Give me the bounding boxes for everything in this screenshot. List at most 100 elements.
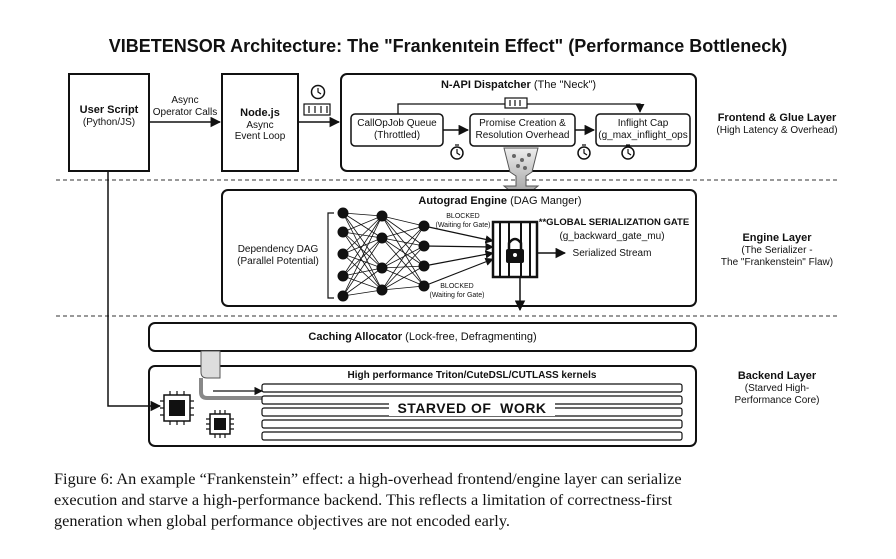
dag-label-1: Dependency DAG	[237, 244, 319, 255]
blocked-top-2: (Waiting for Gate)	[435, 222, 491, 229]
frontend-layer-title: Frontend & Glue Layer	[717, 112, 837, 124]
gate-sub: (g_backward_gate_mu)	[559, 231, 665, 242]
async-label-1: Async	[171, 95, 199, 106]
blocked-bottom-2: (Waiting for Gate)	[429, 292, 485, 299]
dag-edge	[381, 265, 425, 269]
napi-title: N-API Dispatcher (The "Neck")	[341, 79, 696, 92]
dag-node	[376, 284, 388, 296]
dag-node	[418, 220, 430, 232]
starved-label: STARVED OF WORK	[262, 400, 682, 416]
napi-title-note: (The "Neck")	[530, 79, 597, 91]
dag-edge	[342, 212, 383, 269]
dag-edge	[342, 212, 383, 217]
chip-icon	[206, 410, 234, 438]
chip-icon	[160, 391, 194, 425]
dag-edge	[381, 245, 425, 269]
queue-line2: (Throttled)	[373, 130, 421, 141]
dag-node	[337, 290, 349, 302]
dag-edge	[381, 215, 425, 287]
caching-allocator-label: Caching Allocator (Lock-free, Defragment…	[149, 331, 696, 344]
dag-edge	[381, 245, 425, 291]
arrow	[107, 171, 162, 412]
dag-edge	[381, 267, 425, 287]
dag-node	[376, 232, 388, 244]
cap-line1: Inflight Cap	[617, 118, 669, 129]
engine-layer-line2: The "Frankenstein" Flaw)	[720, 257, 834, 268]
cap-line2: (g_max_inflight_ops	[598, 130, 688, 141]
caption-line-1: Figure 6: An example “Frankenstein” effe…	[54, 469, 682, 488]
dag-edge	[381, 215, 425, 267]
stopwatch-icon	[621, 144, 635, 160]
dag-bracket	[327, 212, 334, 299]
dag-edge	[381, 237, 425, 247]
funnel-icon	[502, 147, 540, 201]
dag-edge	[381, 225, 425, 239]
dag-edge	[342, 212, 383, 291]
backend-layer-line1: (Starved High-	[744, 383, 810, 394]
dag-node	[337, 207, 349, 219]
stream-pipe	[199, 378, 262, 400]
dag-node	[376, 210, 388, 222]
dag-edge	[381, 237, 425, 287]
inflight-cap-box	[595, 113, 691, 147]
caching-note: (Lock-free, Defragmenting)	[402, 331, 537, 343]
dag-to-gate-arrow	[423, 242, 494, 252]
stopwatch-icon	[450, 144, 464, 160]
dag-edge	[342, 215, 383, 297]
dag-to-gate-arrow	[423, 225, 494, 244]
dag-edge	[342, 237, 383, 277]
dag-edge	[342, 267, 383, 277]
queue-line1: CallOpJob Queue	[357, 118, 437, 129]
promise-line2: Resolution Overhead	[475, 130, 570, 141]
caption-line-2: execution and starve a high-performance …	[54, 490, 673, 509]
dag-edge	[342, 275, 383, 291]
promise-line1: Promise Creation &	[479, 118, 566, 129]
kernel-lane	[261, 431, 683, 441]
nodejs-box	[221, 73, 299, 172]
dag-edge	[381, 225, 425, 291]
backend-layer-line2: Performance Core)	[734, 395, 820, 406]
dag-node	[376, 262, 388, 274]
nodejs-line2: Event Loop	[234, 131, 286, 142]
clock-icon	[310, 84, 326, 100]
frontend-layer-sub: (High Latency & Overhead)	[716, 125, 838, 136]
dag-edge	[381, 265, 425, 291]
gate-title: **GLOBAL SERIALIZATION GATE	[538, 217, 690, 228]
dag-edge	[342, 215, 383, 255]
autograd-title-text: Autograd Engine	[418, 195, 508, 207]
dependency-dag	[337, 207, 494, 302]
diagram-canvas	[56, 73, 840, 447]
dag-edge	[342, 212, 383, 239]
dag-edge	[381, 225, 425, 269]
architecture-figure: VIBETENSOR Architecture: The "Frankenıte…	[56, 36, 840, 447]
kernel-lane	[261, 419, 683, 429]
engine-layer-line1: (The Serializer -	[741, 245, 813, 256]
autograd-title: Autograd Engine (DAG Manger)	[380, 195, 620, 208]
caption-line-3: generation when global performance objec…	[54, 511, 510, 530]
starved-text: STARVED OF WORK	[389, 400, 555, 416]
engine-layer-title: Engine Layer	[742, 232, 812, 244]
figure-caption: Figure 6: An example “Frankenstein” effe…	[54, 468, 854, 531]
dag-node	[418, 260, 430, 272]
queue-icon	[303, 103, 331, 116]
dag-edge	[342, 267, 383, 297]
dag-edge	[342, 231, 383, 269]
stopwatch-icon	[577, 144, 591, 160]
kernels-title: High performance Triton/CuteDSL/CUTLASS …	[347, 370, 597, 381]
dag-node	[418, 240, 430, 252]
dag-to-gate-arrow	[423, 257, 494, 287]
caching-title: Caching Allocator	[308, 331, 403, 343]
autograd-title-note: (DAG Manger)	[507, 195, 582, 207]
dag-node	[337, 248, 349, 260]
nodejs-line1: Async	[246, 120, 274, 131]
figure-title: VIBETENSOR Architecture: The "Frankenıte…	[108, 36, 788, 56]
dag-to-gate-arrow	[423, 250, 494, 267]
backend-layer-title: Backend Layer	[737, 370, 817, 382]
dag-edge	[381, 215, 425, 227]
dag-edge	[342, 237, 383, 297]
kernel-lane	[261, 383, 683, 393]
serialized-stream-label: Serialized Stream	[572, 248, 652, 259]
lock-icon	[506, 237, 524, 263]
dag-node	[337, 270, 349, 282]
dag-edge	[342, 289, 383, 297]
